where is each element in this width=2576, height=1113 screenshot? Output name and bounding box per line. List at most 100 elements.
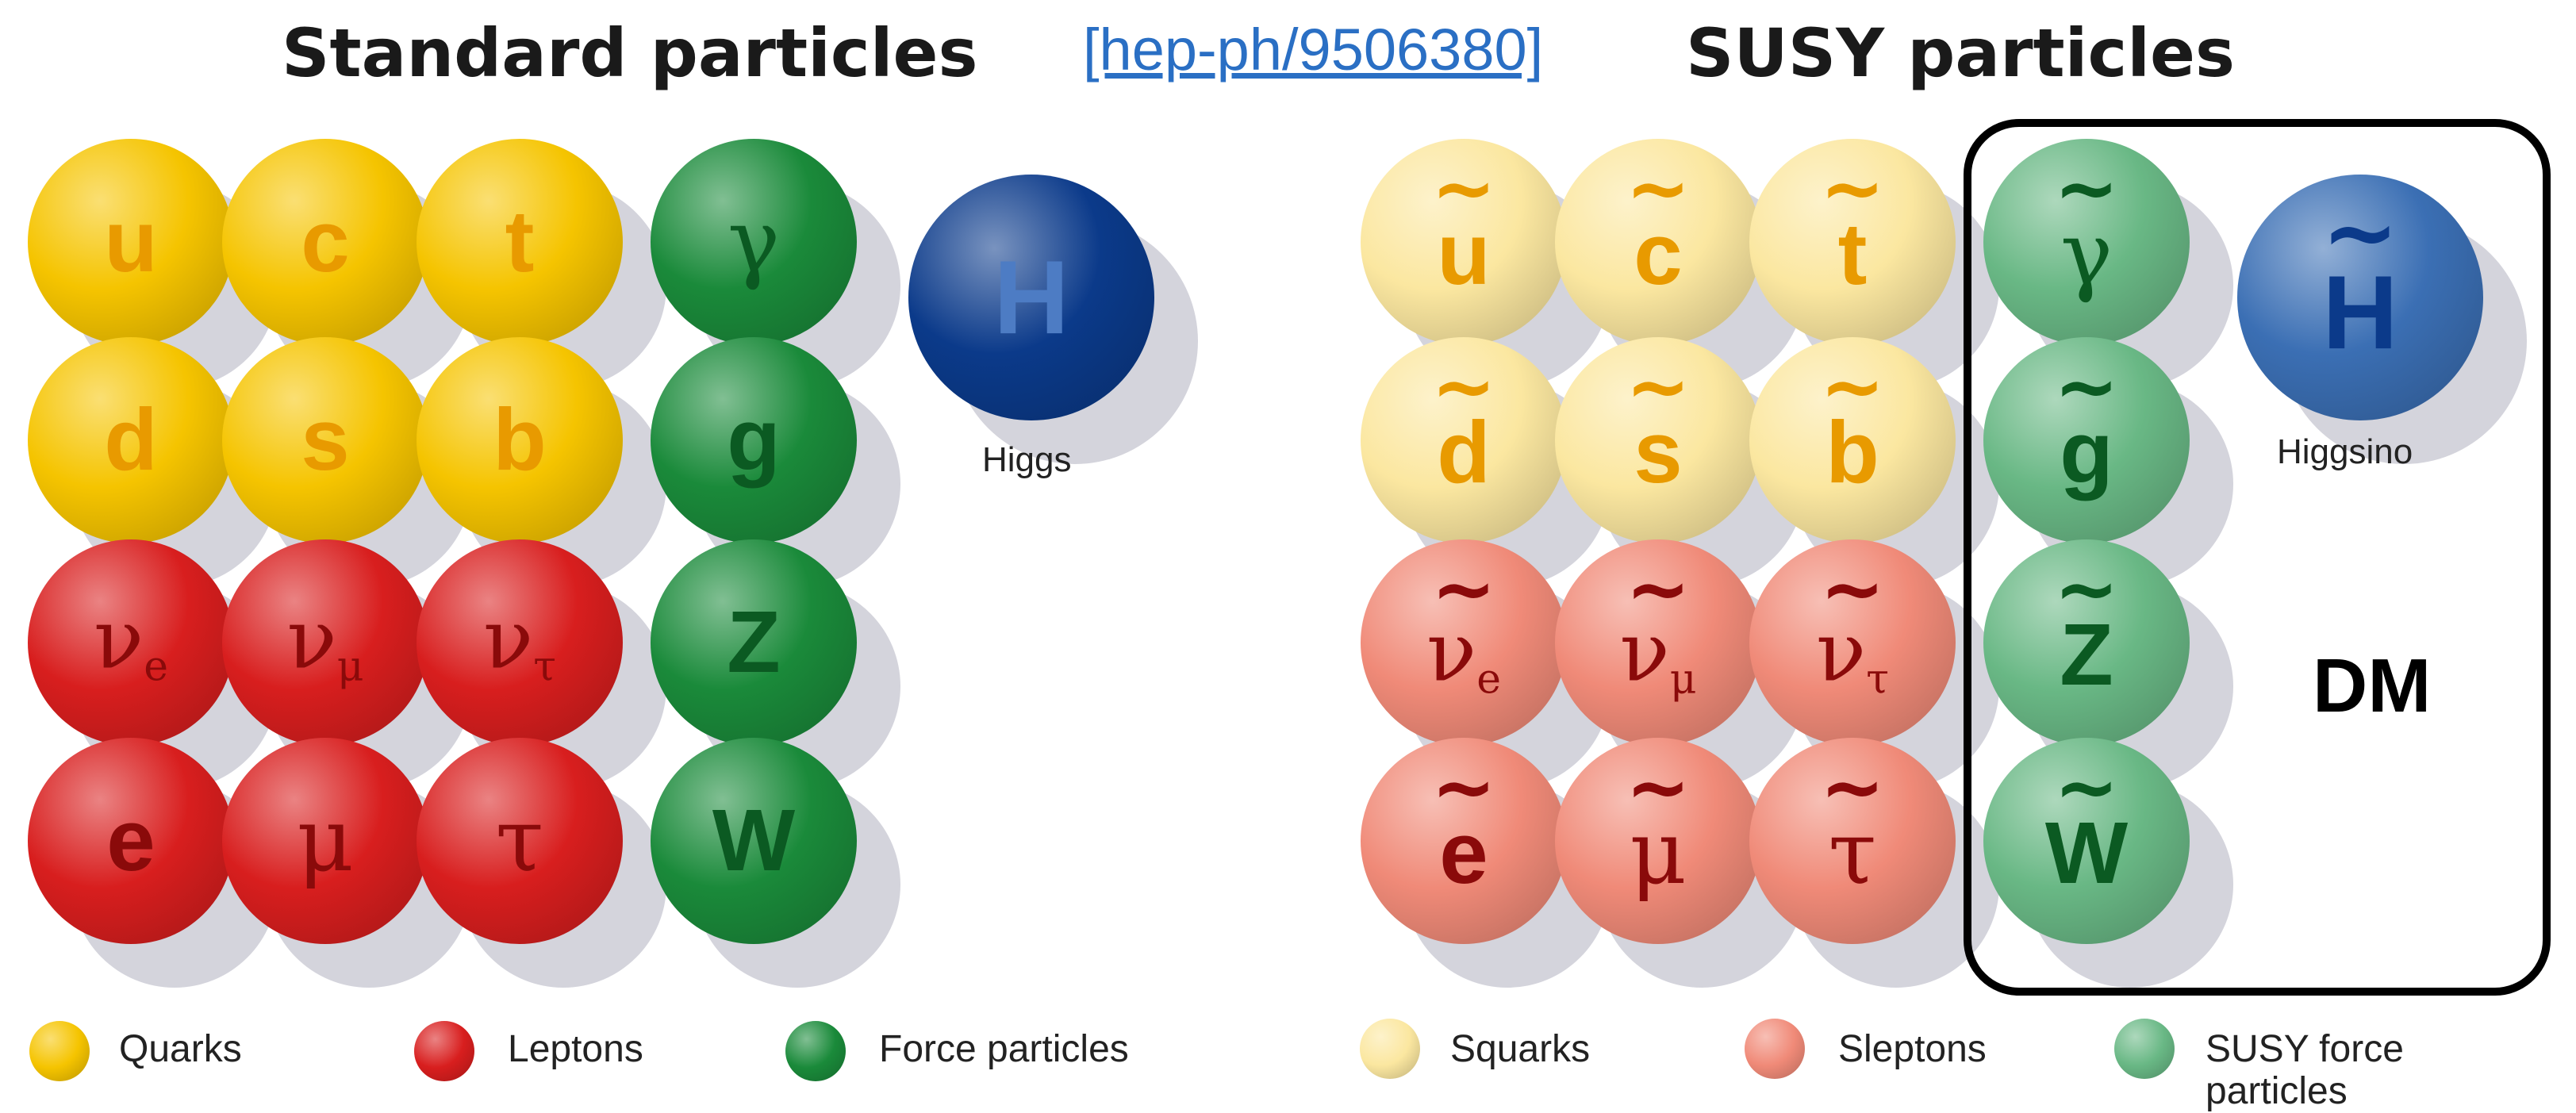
susy-force-3-symbol: W	[2044, 804, 2129, 902]
sneutrino-2-tilde: ~	[1820, 543, 1885, 634]
squark-t-tilde: ~	[1820, 142, 1885, 233]
quark-d-symbol: d	[104, 390, 158, 489]
squark-d-tilde: ~	[1431, 340, 1496, 432]
reference-link[interactable]: [hep-ph/9506380]	[1083, 17, 1544, 83]
sneutrino-0-symbol: νe	[1426, 603, 1502, 703]
force-1-symbol: g	[727, 390, 781, 489]
susy-particles-title: SUSY particles	[1686, 14, 2236, 92]
squark-d-symbol: d	[1437, 403, 1491, 501]
dark-matter-label: DM	[2313, 643, 2432, 728]
quark-s-symbol: s	[301, 390, 350, 489]
lepton-1-symbol: μ	[297, 789, 354, 892]
squark-s	[1555, 337, 1761, 543]
neutrino-1	[222, 539, 428, 746]
legend-quarks-label: Quarks	[119, 1028, 242, 1070]
standard-particles-title: Standard particles	[282, 14, 978, 92]
force-0	[651, 139, 857, 345]
legend-force-label: Force particles	[879, 1028, 1129, 1070]
lepton-2-symbol: τ	[495, 789, 544, 892]
squark-b-tilde: ~	[1820, 340, 1885, 432]
legend-lepton-dot	[414, 1021, 474, 1081]
squark-u	[1361, 139, 1567, 345]
higgs-boson	[908, 175, 1154, 420]
squark-c-symbol: c	[1634, 205, 1683, 303]
susy-force-0-tilde: ~	[2054, 142, 2119, 233]
quark-t-symbol: t	[505, 192, 535, 290]
squark-t	[1749, 139, 1956, 345]
neutrino-0-symbol: νe	[93, 590, 169, 691]
quark-b-symbol: b	[493, 390, 547, 489]
squark-b-symbol: b	[1825, 403, 1879, 501]
squark-t-symbol: t	[1837, 205, 1868, 303]
higgsino-symbol: H	[2322, 253, 2398, 370]
slepton-1-tilde: ~	[1626, 741, 1691, 832]
lepton-1	[222, 738, 428, 944]
slepton-2	[1749, 738, 1956, 944]
legend-susy-force-dot	[2114, 1019, 2175, 1079]
neutrino-1-symbol: νμ	[286, 590, 364, 691]
squark-b	[1749, 337, 1956, 543]
neutrino-2	[417, 539, 623, 746]
quark-u-symbol: u	[104, 192, 158, 290]
slepton-0	[1361, 738, 1567, 944]
legend-quark-dot	[29, 1021, 90, 1081]
susy-force-2	[1983, 539, 2190, 746]
lepton-0-symbol: e	[106, 791, 155, 889]
force-2	[651, 539, 857, 746]
legend-squarks-label: Squarks	[1450, 1028, 1591, 1070]
sneutrino-1-tilde: ~	[1626, 543, 1691, 634]
higgsino	[2237, 175, 2483, 420]
force-3-symbol: W	[712, 791, 796, 889]
susy-force-3	[1983, 738, 2190, 944]
squark-c-tilde: ~	[1626, 142, 1691, 233]
higgsino-tilde: ~	[2321, 179, 2399, 287]
lepton-0	[28, 738, 234, 944]
slepton-2-symbol: τ	[1828, 801, 1877, 904]
legend-sleptons-label: Sleptons	[1838, 1028, 1987, 1070]
quark-s	[222, 337, 428, 543]
neutrino-2-symbol: ντ	[482, 590, 557, 691]
sneutrino-2-symbol: ντ	[1815, 603, 1890, 703]
susy-force-1-symbol: g	[2060, 403, 2113, 501]
sneutrino-0	[1361, 539, 1567, 746]
slepton-0-symbol: e	[1439, 804, 1488, 902]
dark-matter-box	[1964, 119, 2551, 996]
susy-force-1	[1983, 337, 2190, 543]
force-2-symbol: Z	[727, 593, 781, 691]
squark-s-tilde: ~	[1626, 340, 1691, 432]
higgs-label: Higgs	[982, 440, 1072, 479]
sneutrino-2	[1749, 539, 1956, 746]
susy-force-2-tilde: ~	[2054, 543, 2119, 634]
force-3	[651, 738, 857, 944]
sneutrino-0-tilde: ~	[1431, 543, 1496, 634]
quark-d	[28, 337, 234, 543]
susy-force-2-symbol: Z	[2060, 605, 2113, 704]
legend-susy-force-label: SUSY force particles	[2206, 1028, 2404, 1112]
susy-force-0-symbol: γ	[2060, 202, 2113, 305]
squark-u-tilde: ~	[1431, 142, 1496, 233]
slepton-0-tilde: ~	[1431, 741, 1496, 832]
susy-force-1-tilde: ~	[2054, 340, 2119, 432]
susy-force-3-tilde: ~	[2054, 741, 2119, 832]
neutrino-0	[28, 539, 234, 746]
quark-b	[417, 337, 623, 543]
legend-slepton-dot	[1745, 1019, 1805, 1079]
force-1	[651, 337, 857, 543]
higgs-boson-symbol: H	[993, 239, 1069, 356]
quark-c	[222, 139, 428, 345]
lepton-2	[417, 738, 623, 944]
slepton-2-tilde: ~	[1820, 741, 1885, 832]
slepton-1	[1555, 738, 1761, 944]
legend-leptons-label: Leptons	[508, 1028, 643, 1070]
slepton-1-symbol: μ	[1630, 801, 1687, 904]
legend-squark-dot	[1360, 1019, 1420, 1079]
sneutrino-1-symbol: νμ	[1619, 603, 1697, 703]
quark-t	[417, 139, 623, 345]
squark-c	[1555, 139, 1761, 345]
quark-u	[28, 139, 234, 345]
quark-c-symbol: c	[301, 192, 350, 290]
higgsino-label: Higgsino	[2277, 432, 2413, 471]
force-0-symbol: γ	[727, 190, 781, 293]
squark-d	[1361, 337, 1567, 543]
squark-u-symbol: u	[1437, 205, 1491, 303]
